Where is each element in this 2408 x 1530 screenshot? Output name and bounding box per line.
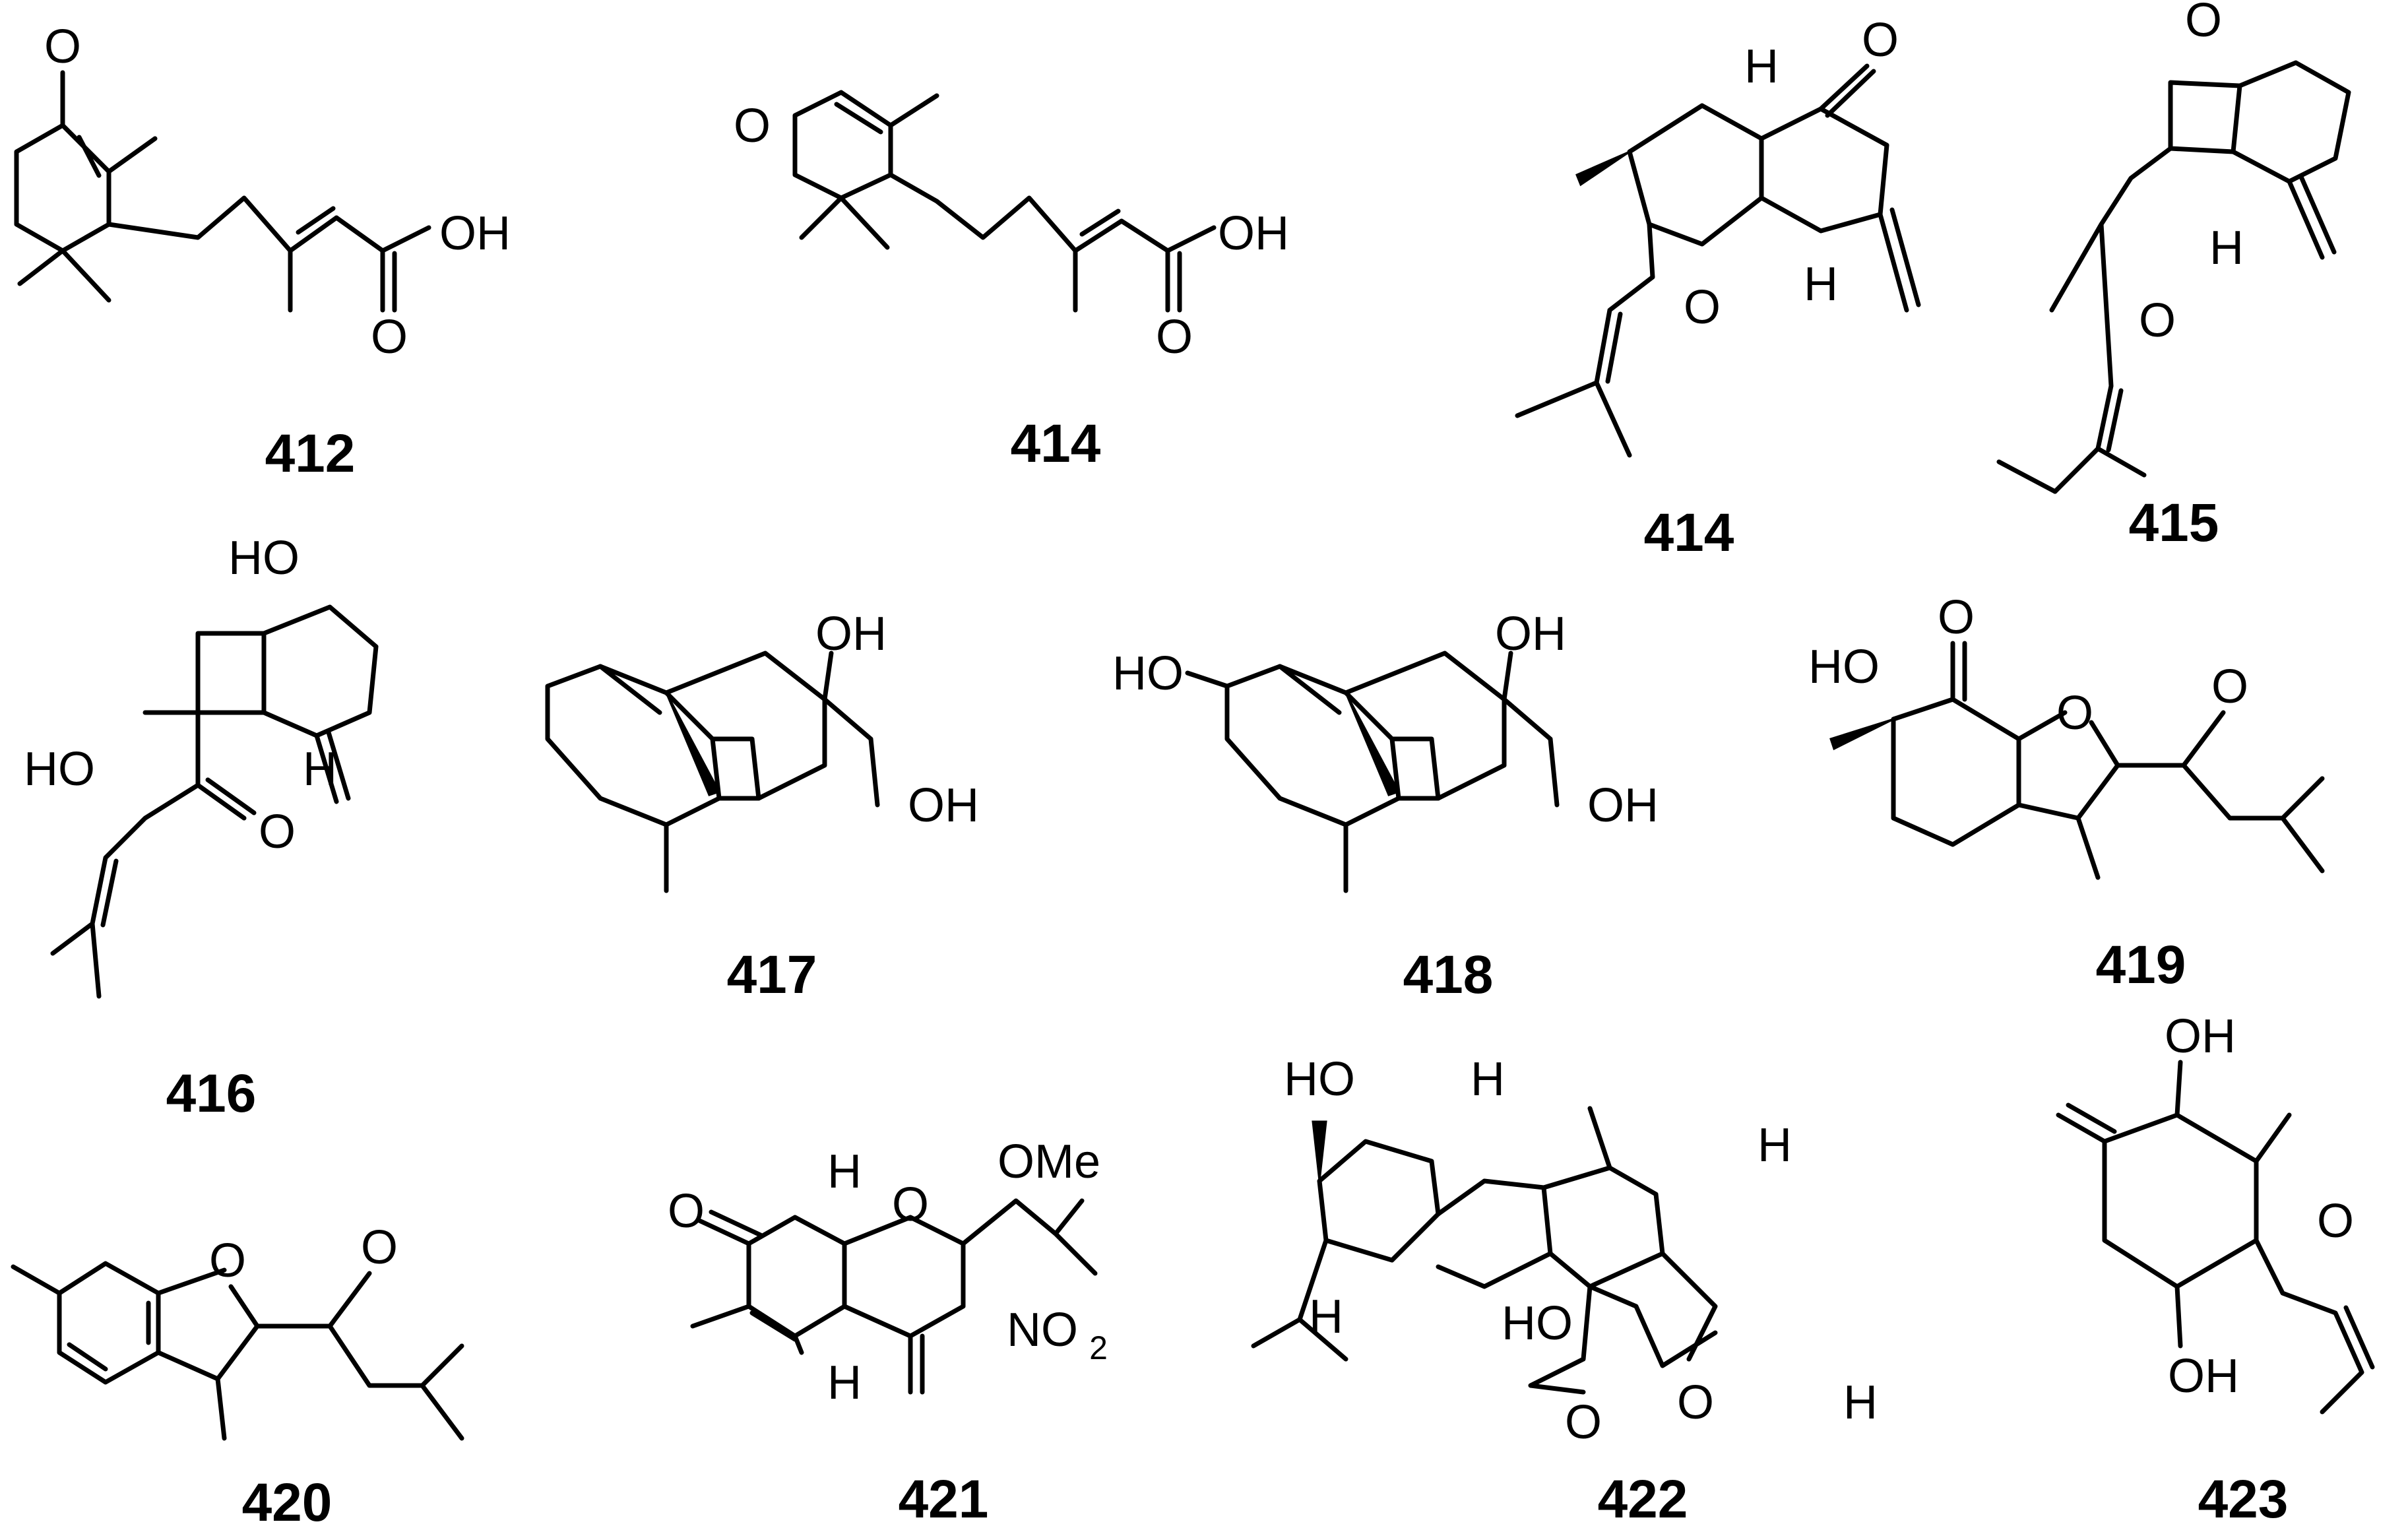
atom-ho: HO xyxy=(1808,641,1880,693)
atom-oh-primary: OH xyxy=(908,779,979,832)
compound-label: 414 xyxy=(1011,414,1101,474)
compound-417: OH OH 417 xyxy=(545,608,979,1005)
structure-415 xyxy=(1996,60,2351,494)
compound-418: HO OH OH 418 xyxy=(1112,608,1659,1005)
atom-oh-bottom: OH xyxy=(2168,1350,2239,1403)
atom-h-bottom: H xyxy=(827,1356,862,1409)
atom-h-left: H xyxy=(1309,1291,1343,1343)
atom-no2-subscript: 2 xyxy=(1089,1329,1108,1366)
atom-h-right: H xyxy=(1758,1119,1792,1172)
atom-ho-top: HO xyxy=(228,532,300,585)
atom-epoxide-o: O xyxy=(1684,281,1721,334)
atom-ho-side: HO xyxy=(24,743,95,796)
atom-furan-o: O xyxy=(209,1234,246,1287)
compound-423: OH O OH 423 xyxy=(2056,1010,2375,1529)
atom-oxo: O xyxy=(259,806,296,858)
atom-ring-o: O xyxy=(1677,1376,1714,1429)
atom-furan-o: O xyxy=(2056,687,2093,740)
compound-label: 414 xyxy=(1644,503,1734,563)
atom-oh-primary: OH xyxy=(1587,779,1659,832)
structure-418 xyxy=(1185,651,1560,893)
structure-421 xyxy=(690,1198,1098,1395)
structure-414 xyxy=(1515,63,1921,458)
compound-label: 423 xyxy=(2198,1469,2289,1529)
atom-oh-tert: OH xyxy=(1495,608,1566,660)
compound-label: 422 xyxy=(1598,1469,1688,1529)
compound-label: 416 xyxy=(166,1064,257,1124)
compound-420: O O 420 xyxy=(11,1221,464,1530)
atom-h-ring: H xyxy=(303,743,337,796)
atom-oh-top: OH xyxy=(2165,1010,2236,1063)
atom-oxo: O xyxy=(734,100,771,152)
atom-lactone-o: O xyxy=(1565,1396,1602,1449)
atom-h-bottom: H xyxy=(1843,1376,1878,1429)
atom-ome: OMe xyxy=(998,1135,1100,1188)
compound-419: HO O O O 419 xyxy=(1808,591,2325,995)
atom-acid-o: O xyxy=(371,311,408,364)
atom-epoxide-o-side: O xyxy=(2139,294,2176,347)
compound-label: 421 xyxy=(899,1469,989,1529)
atom-oh-tert: OH xyxy=(815,608,887,660)
atom-oxo: O xyxy=(668,1185,705,1238)
atom-oxo: O xyxy=(1862,14,1899,67)
compound-415: O O H 415 xyxy=(1996,0,2351,553)
atom-ketone-o: O xyxy=(2317,1195,2354,1248)
structure-420 xyxy=(11,1261,464,1441)
atom-h-ring: H xyxy=(2209,222,2244,274)
atom-h-top: H xyxy=(1471,1053,1505,1106)
atom-h-ring: H xyxy=(1804,258,1838,311)
compound-label: 419 xyxy=(2096,935,2186,995)
atom-h-top: H xyxy=(827,1145,862,1198)
compound-416: HO HO O H 416 xyxy=(24,532,379,1124)
atom-ketone-o: O xyxy=(361,1221,398,1274)
atom-no2: NO xyxy=(1007,1304,1078,1356)
compound-414: H O O H 414 xyxy=(1515,14,1921,563)
atom-ring-o: O xyxy=(892,1178,929,1231)
structure-423 xyxy=(2056,1060,2375,1415)
structure-419 xyxy=(1829,641,2325,880)
atom-ho-bottom: HO xyxy=(1502,1297,1573,1350)
atom-ketone-o: O xyxy=(2211,660,2248,713)
atom-h-top: H xyxy=(1744,40,1779,93)
structure-422 xyxy=(1251,1106,1718,1395)
structure-417 xyxy=(545,651,880,893)
structure-413 xyxy=(792,90,1217,313)
atom-oxo: O xyxy=(1938,591,1975,644)
compound-422: HO H H H HO O O H 422 xyxy=(1251,1053,1878,1529)
compound-421: O H O OMe NO 2 H 421 xyxy=(668,1135,1108,1529)
compound-label: 420 xyxy=(242,1473,333,1530)
compound-label: 412 xyxy=(265,424,356,484)
atom-acid-oh: OH xyxy=(439,207,511,260)
compound-label: 418 xyxy=(1403,945,1494,1005)
compound-label: 417 xyxy=(727,945,817,1005)
structure-416 xyxy=(50,604,379,999)
atom-ho-top: HO xyxy=(1284,1053,1355,1106)
atom-ho: HO xyxy=(1112,647,1184,700)
atom-oxo: O xyxy=(44,20,81,73)
atom-acid-oh: OH xyxy=(1218,207,1289,260)
structure-412 xyxy=(14,70,431,313)
compound-412: O OH O 412 xyxy=(14,20,511,484)
atom-acid-o: O xyxy=(1156,311,1193,364)
atom-epoxide-o-top: O xyxy=(2185,0,2222,47)
compound-label: 415 xyxy=(2129,493,2219,553)
compound-413: O OH O 414 xyxy=(734,90,1289,474)
